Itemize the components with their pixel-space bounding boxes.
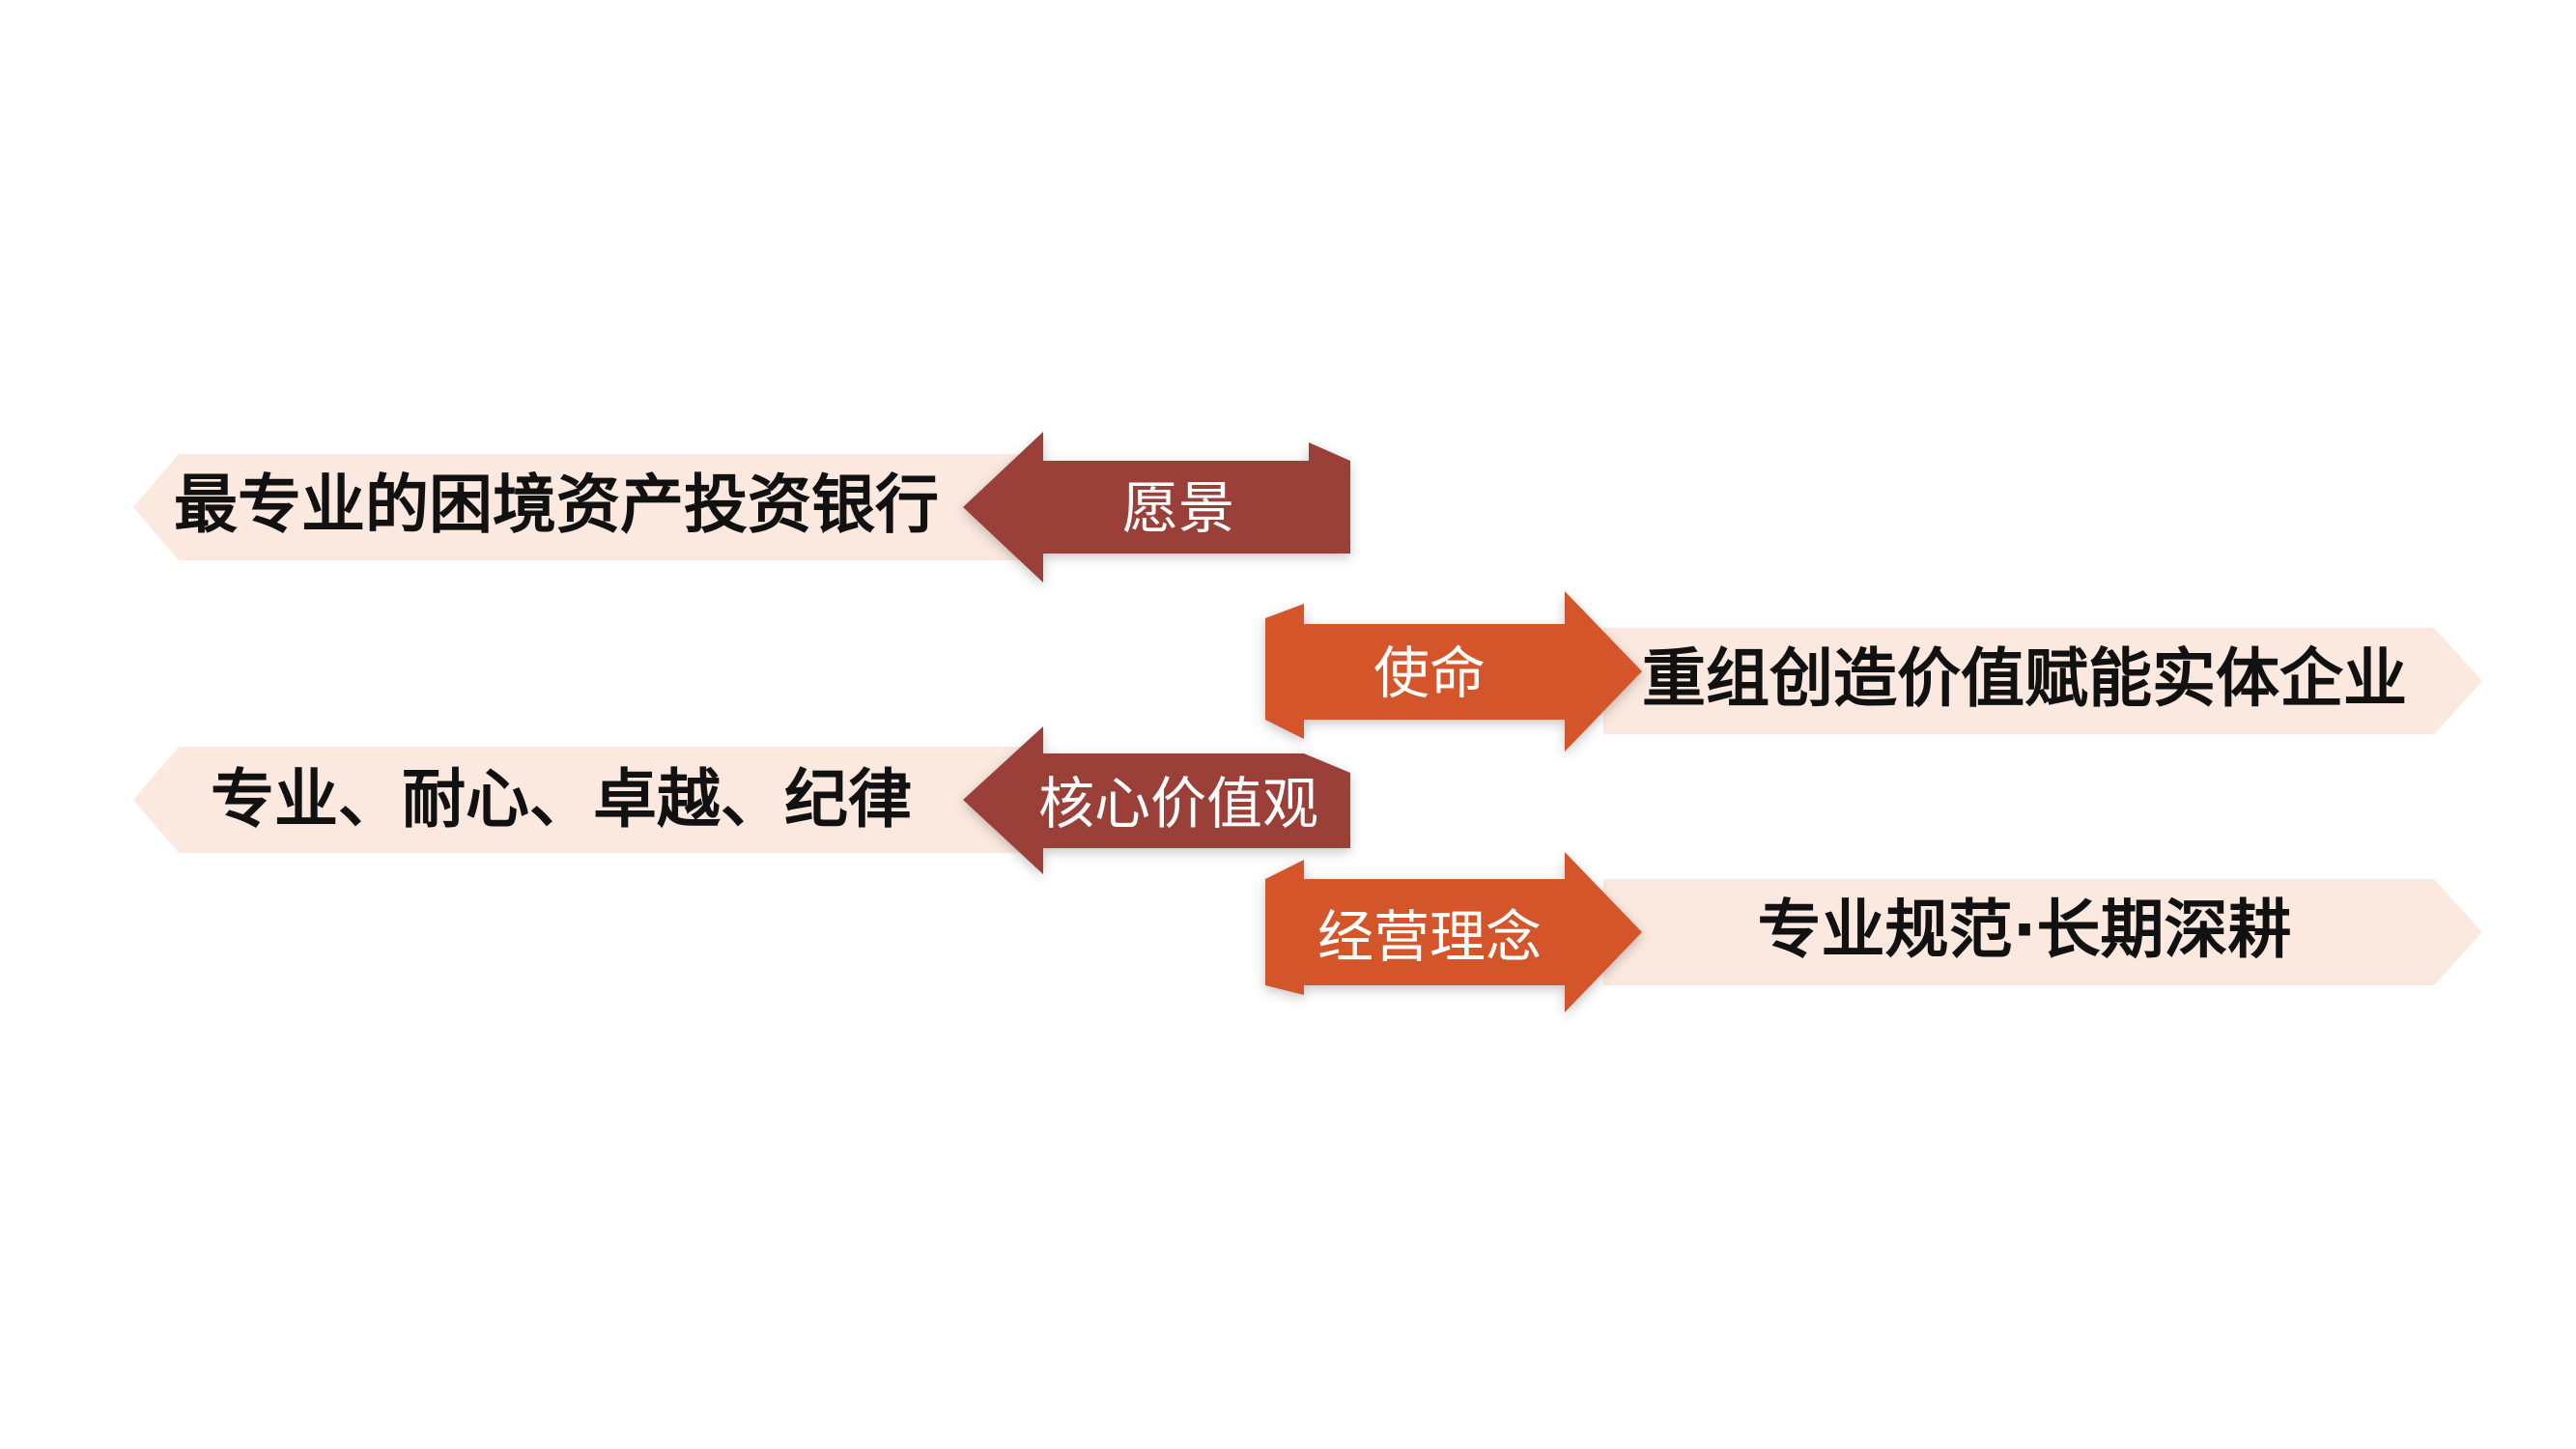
philosophy-banner-text: 专业规范·长期深耕 (1757, 893, 2291, 967)
mission-arrow (1265, 591, 1642, 752)
mission-label: 使命 (1373, 640, 1486, 706)
row-core-values: 专业、耐心、卓越、纪律 核心价值观 (133, 726, 1350, 874)
philosophy-arrow (1265, 852, 1642, 1012)
philosophy-label: 经营理念 (1317, 904, 1542, 970)
vision-arrow (963, 432, 1350, 582)
mission-banner-text: 重组创造价值赋能实体企业 (1642, 641, 2407, 716)
core-values-arrow (963, 726, 1350, 874)
row-mission: 使命 重组创造价值赋能实体企业 (1265, 591, 2482, 752)
row-philosophy: 经营理念 专业规范·长期深耕 (1265, 852, 2482, 1012)
core-values-label: 核心价值观 (1038, 771, 1318, 837)
row-vision: 最专业的困境资产投资银行 愿景 (133, 432, 1350, 582)
mission-banner (1603, 628, 2482, 734)
core-values-banner (133, 747, 1024, 853)
vision-banner (133, 454, 1024, 560)
vision-label: 愿景 (1122, 475, 1234, 541)
vision-banner-text: 最专业的困境资产投资银行 (174, 468, 939, 542)
core-values-banner-text: 专业、耐心、卓越、纪律 (211, 762, 912, 837)
philosophy-banner (1603, 879, 2482, 985)
